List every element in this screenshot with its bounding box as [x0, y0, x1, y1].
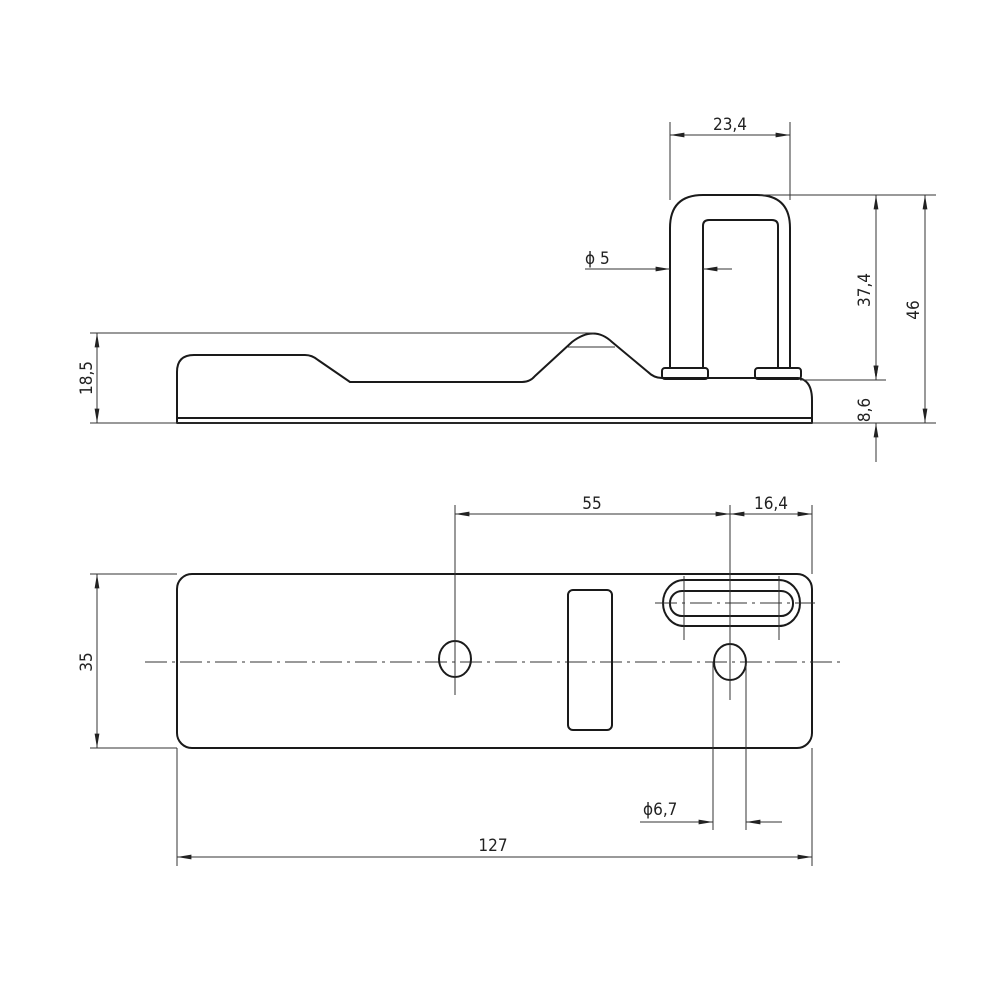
base-plate-outline: [176, 573, 813, 749]
dim-wire-diameter: ϕ 5: [585, 249, 610, 269]
top-view: 55 16,4 ϕ6,7 35 127: [77, 494, 845, 866]
dim-plate-length: 127: [478, 836, 507, 856]
dim-total-height: 46: [904, 300, 924, 319]
dim-plate-width: 35: [77, 652, 97, 671]
dim-edge-offset: 16,4: [754, 494, 788, 514]
rect-slot: [567, 589, 613, 731]
bracket-foot-right: [754, 367, 802, 380]
dim-base-height: 8,6: [855, 398, 875, 422]
dim-hole-spacing: 55: [582, 494, 601, 514]
u-bracket-inner: [702, 219, 779, 368]
bracket-foot-left: [661, 367, 709, 380]
u-bracket-outer: [669, 194, 791, 368]
base-profile: [176, 332, 813, 424]
dim-ramp-height: 18,5: [77, 361, 97, 395]
dim-hole-diameter: ϕ6,7: [643, 800, 677, 820]
dim-bracket-height: 37,4: [855, 273, 875, 307]
dim-bracket-width: 23,4: [713, 115, 747, 135]
side-view: 23,4 ϕ 5 37,4 46 8,6 18,5: [77, 115, 936, 462]
